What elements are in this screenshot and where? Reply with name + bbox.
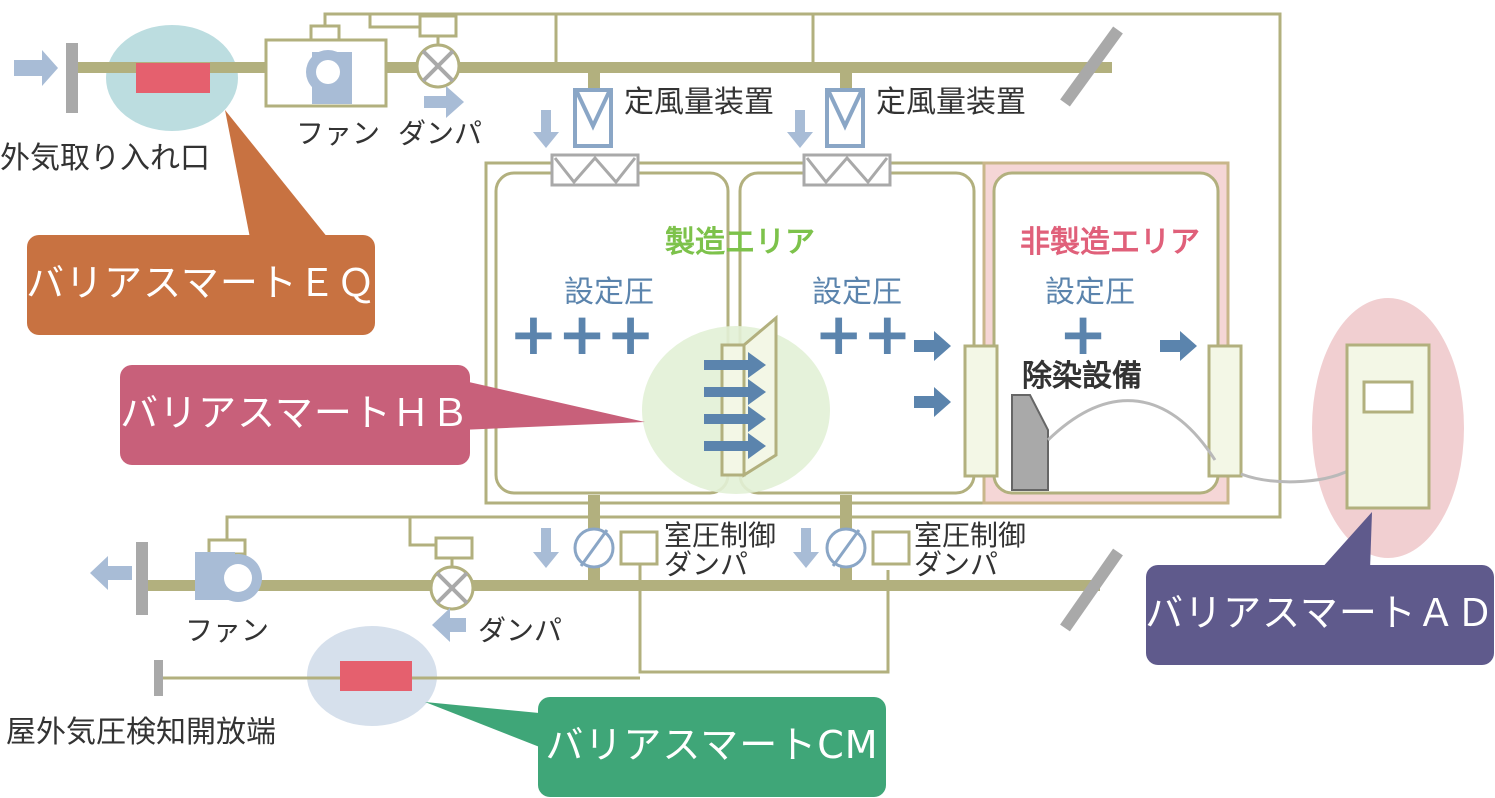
ad-callout [1146,565,1494,665]
top-damper-icon [415,14,461,89]
hb-callout-pointer [460,380,645,430]
intake-plate [66,43,78,113]
outdoor-sensing-plate [154,660,163,696]
room-damper-1-label-line1: 室圧制御 [664,519,776,552]
ad-device-icon [1345,343,1431,510]
cm-callout-pointer [425,702,560,755]
exhaust-duct-end [1060,548,1123,632]
fan-top-label: ファン [296,117,380,150]
eq-callout-label: バリアスマートＥＱ [26,261,376,305]
cm-sensor [340,661,412,691]
exhaust-arrow [90,556,132,590]
room-1-pressure-level: +++ [509,300,655,368]
bottom-fan-icon [195,538,262,602]
fan-bottom-label: ファン [185,614,269,647]
ad-callout-label: バリアスマートＡＤ [1145,591,1495,635]
room-1-pressure-label: 設定圧 [564,275,654,310]
ad-cable [1240,468,1351,484]
cm-callout-label: バリアスマートCM [545,723,878,767]
decon-cable [1046,399,1217,461]
room-3-pressure-label: 設定圧 [1045,275,1135,310]
non-manufacturing-area-title: 非製造エリア [1020,225,1200,260]
cav-1-icon [533,88,640,187]
outdoor-sensing-label: 屋外気圧検知開放端 [6,715,276,750]
bottom-damper-icon [429,536,475,611]
cav-2-label: 定風量装置 [876,85,1026,120]
pass-box-left [963,344,999,478]
supply-duct [72,62,1112,90]
hb-barrier-icon [704,314,778,478]
decon-equipment-icon [1011,394,1049,491]
damper-top-label: ダンパ [398,117,482,150]
cav-2-icon [787,88,892,187]
outdoor-intake-label: 外気取り入れ口 [0,141,210,176]
eq-sensor [136,63,210,93]
airflow-arrow-room3 [1160,331,1197,361]
room-damper-1-icon [533,527,659,569]
room-3-pressure-level: + [1059,300,1108,368]
cm-callout [538,697,886,797]
top-fan-icon [264,24,388,108]
airflow-arrows-room2 [914,331,951,417]
decon-label: 除染設備 [1022,359,1142,394]
eq-callout [27,235,375,335]
damper-bottom-label: ダンパ [478,614,562,647]
manufacturing-area-title: 製造エリア [665,225,815,260]
intake-arrow [14,50,58,86]
supply-duct-end [1060,26,1123,107]
cav-1-label: 定風量装置 [624,85,774,120]
room-damper-2-label-line1: 室圧制御 [914,519,1026,552]
room-damper-1-label-line2: ダンパ [664,548,748,581]
ad-callout-pointer [1320,512,1372,570]
control-lines [158,12,1282,680]
bottom-damper-arrow [432,608,466,642]
exhaust-plate [136,542,148,615]
eq-callout-pointer [225,110,328,238]
hb-callout-label: バリアスマートＨＢ [120,391,470,435]
room-2-pressure-level: ++ [814,300,911,368]
room-damper-2-label-line2: ダンパ [914,548,998,581]
hb-callout [120,365,470,465]
room-damper-2-icon [793,527,911,569]
pass-box-right [1207,344,1243,478]
top-damper-arrow [424,86,464,118]
room-2-pressure-label: 設定圧 [812,275,902,310]
